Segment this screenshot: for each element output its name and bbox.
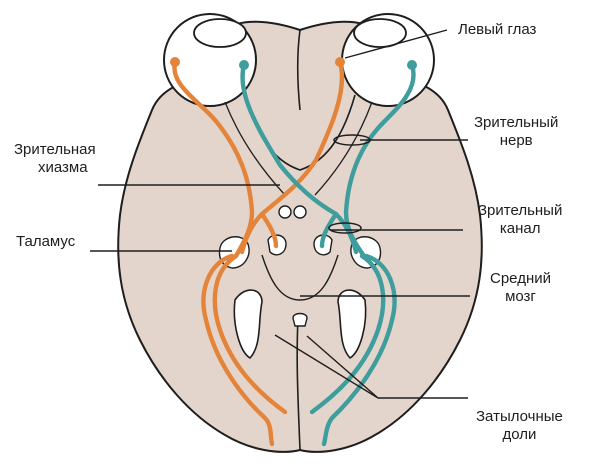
aqueduct — [292, 312, 308, 327]
label-thalamus: Таламус — [16, 233, 76, 250]
label-optic-chiasm: Зрительная хиазма — [14, 141, 96, 176]
occipital-fissure — [296, 317, 301, 451]
optic-canal-ring — [328, 222, 362, 234]
left-eye — [341, 13, 435, 107]
teal-pathway — [240, 62, 416, 447]
right-eye — [163, 13, 257, 107]
label-optic-nerve: Зрительный нерв — [474, 114, 559, 149]
orange-dot-left-eye — [335, 57, 345, 67]
right-ventricle — [337, 289, 367, 360]
optic-nerve-sheath-left — [314, 101, 373, 196]
orange-pathway — [172, 59, 345, 447]
frontal-fissure — [296, 29, 301, 111]
label-midbrain: Средний мозг — [490, 270, 551, 305]
label-left-eye: Левый глаз — [458, 21, 537, 38]
leader-lines — [90, 29, 470, 399]
mammillary-body-right — [293, 205, 307, 219]
mammillary-body-left — [278, 205, 292, 219]
teal-dot-left-eye — [407, 60, 417, 70]
midbrain-contour — [261, 254, 339, 301]
orange-dot-right-eye — [170, 57, 180, 67]
optic-nerve-sheath-right — [224, 101, 286, 196]
teal-dot-right-eye — [239, 60, 249, 70]
label-optic-canal: Зрительный канал — [478, 202, 563, 237]
left-ventricle — [233, 289, 263, 360]
label-occipital-lobes: Затылочные доли — [476, 408, 563, 443]
